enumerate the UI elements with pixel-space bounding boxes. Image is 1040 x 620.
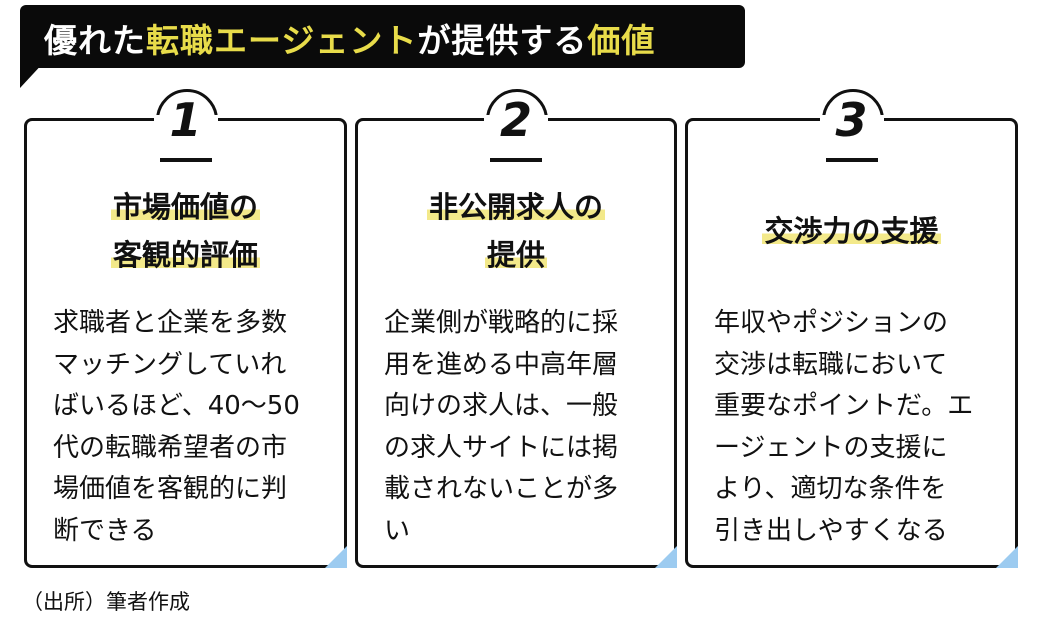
banner-tail [20, 60, 46, 88]
body-line: ージェントの支援に [714, 432, 948, 463]
body-line: い [384, 515, 411, 546]
card-number: 2 [499, 93, 532, 147]
body-line: 用を進める中高年層 [384, 349, 619, 380]
source-note: （出所）筆者作成 [22, 590, 190, 614]
border-gap [153, 118, 218, 121]
body-line: 重要なポイントだ。エ [714, 391, 974, 421]
body-line: の求人サイトには掲 [384, 432, 619, 463]
body-line: 企業側が戦略的に採 [384, 308, 619, 338]
corner-fold [325, 546, 347, 568]
card-body: 年収やポジションの交渉は転職において重要なポイントだ。エージェントの支援により、… [714, 303, 1005, 552]
title-banner [20, 5, 745, 68]
value-card-1: 1 市場価値の客観的評価求職者と企業を多数マッチングしていればいるほど、40〜50… [24, 89, 347, 568]
heading-line: 客観的評価 [110, 238, 260, 272]
border-gap [484, 118, 548, 121]
number-underline [490, 158, 542, 162]
body-line: より、適切な条件を [714, 474, 947, 504]
value-card-3: 3 交渉力の支援年収やポジションの交渉は転職において重要なポイントだ。エージェント… [685, 89, 1018, 568]
number-underline [159, 158, 212, 162]
heading-line: 非公開求人の [426, 190, 605, 224]
border-gap [819, 118, 884, 121]
heading-line: 提供 [484, 238, 547, 272]
card-body: 企業側が戦略的に採用を進める中高年層向けの求人は、一般の求人サイトには掲載されな… [384, 303, 664, 552]
body-line: ばいるほど、40〜50 [53, 391, 300, 421]
body-line: 代の転職希望者の市 [53, 432, 288, 463]
body-line: マッチングしていれ [53, 349, 287, 380]
body-line: 載されないことが多 [384, 474, 619, 504]
heading-line: 交渉力の支援 [762, 214, 941, 248]
number-underline [825, 158, 878, 162]
page-title: 優れた転職エージェントが提供する価値 [44, 21, 656, 60]
card-heading: 交渉力の支援 [688, 207, 1015, 255]
card-body: 求職者と企業を多数マッチングしていればいるほど、40〜50 代の転職希望者の市場価… [53, 303, 334, 552]
body-line: 交渉は転職において [714, 349, 948, 380]
card-heading: 市場価値の客観的評価 [27, 183, 344, 279]
card-heading: 非公開求人の提供 [358, 183, 674, 279]
corner-fold [655, 546, 677, 568]
value-card-2: 2 非公開求人の提供企業側が戦略的に採用を進める中高年層向けの求人は、一般の求人サ… [355, 89, 677, 568]
body-line: 年収やポジションの [714, 308, 949, 338]
heading-line: 市場価値の [110, 190, 260, 224]
body-line: 場価値を客観的に判 [53, 474, 288, 504]
body-line: 引き出しやすくなる [714, 515, 948, 546]
body-line: 向けの求人は、一般 [384, 391, 619, 421]
body-line: 求職者と企業を多数 [53, 308, 288, 338]
card-number: 3 [835, 93, 868, 147]
corner-fold [996, 546, 1018, 568]
body-line: 断できる [53, 515, 157, 546]
card-number: 1 [169, 93, 202, 147]
